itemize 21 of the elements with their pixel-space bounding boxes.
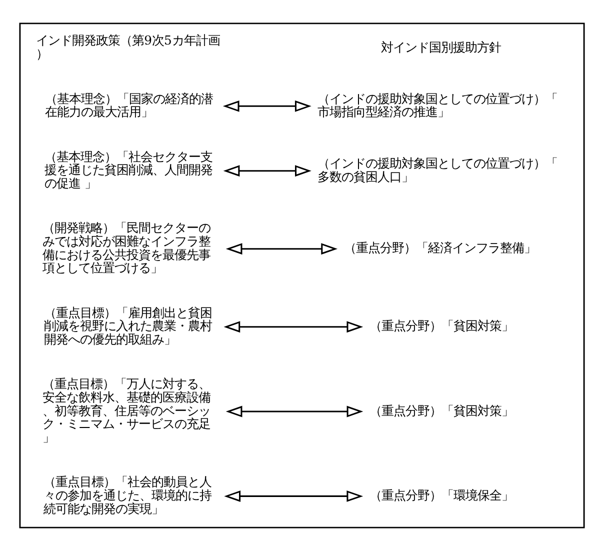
arrow [223, 165, 312, 177]
cluster [19, 22, 585, 528]
label: 対インド国別援助方針 [380, 40, 501, 54]
node-text: （重点分野）「環境保全」 [370, 488, 514, 502]
node-text: （重点分野）「経済インフラ整備」 [344, 241, 536, 256]
arrow [224, 321, 364, 333]
arrow [226, 243, 338, 255]
node-text: （重点目標）「雇用創出と貧困削減を視野に入れた農業・農村開発への優先的取組み」 [44, 306, 212, 346]
label: インド開発政策（第9次5カ年計画） [36, 34, 220, 62]
arrow [226, 406, 364, 418]
arrow [224, 490, 364, 502]
node-text: （開発戦略）「民間セクターのみでは対応が困難なインフラ整備における公共投資を最優先事項として位置づける」 [42, 221, 210, 276]
node-text: （インドの援助対象国としての位置づけ）「市場指向型経済の推進」 [318, 92, 558, 120]
node-text: （基本理念）「社会セクター支援を通じた貧困削減、人間開発の促進 」 [44, 150, 213, 190]
arrow [222, 100, 312, 112]
node-text: （重点目標）「万人に対する、安全な飲料水、基礎的医療設備、初等教育、住居等のベーシック・ミニマム・サービスの充足」 [42, 377, 210, 444]
node-text: （インドの援助対象国としての位置づけ）「多数の貧困人口」 [318, 156, 558, 184]
node-text: （基本理念）「国家の経済的潜在能力の最大活用」 [45, 92, 214, 120]
node-text: （重点分野）「貧困対策」 [370, 319, 514, 334]
node-text: （重点分野）「貧困対策」 [370, 404, 514, 418]
node-text: （重点目標）「社会的動員と人々の参加を通じた、環境的に持続可能な開発の実現」 [44, 475, 212, 516]
